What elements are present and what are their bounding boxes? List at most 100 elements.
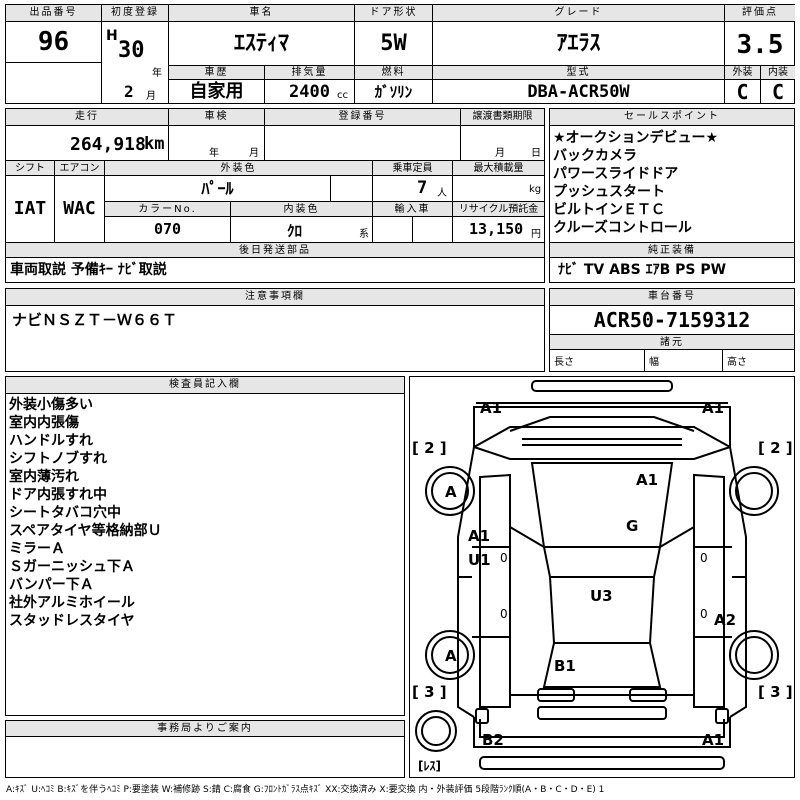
sales-point-item: バックカメラ — [553, 148, 637, 164]
exterior-label: 外装 — [724, 65, 760, 80]
door-type: 5W — [354, 22, 432, 65]
inspector-item: バンパー下Ａ — [9, 577, 94, 593]
reg-month: 2 — [124, 82, 134, 101]
diagram-bracket-top-left: [ 2 ] — [412, 439, 447, 457]
chassis-no: ACR50-7159312 — [593, 308, 751, 332]
vehicle-details-section: 走行 車検 登録番号 譲渡書類期限 264,918 km 年 月 月 日 シフト… — [5, 108, 545, 283]
inspector-item: スペアタイヤ等格納部Ｕ — [9, 523, 162, 539]
sales-point-item: クルーズコントロール — [553, 220, 692, 236]
fuel-label: 燃料 — [354, 65, 432, 80]
inspection-label: 車検 — [168, 109, 264, 126]
capacity-label: 乗車定員 — [372, 160, 452, 176]
mileage: 264,918 — [70, 134, 146, 155]
interior-label: 内装 — [760, 65, 795, 80]
transfer-label: 譲渡書類期限 — [460, 109, 544, 126]
grade: ｱｴﾗｽ — [432, 22, 724, 65]
equipment-label: 純正装備 — [550, 242, 794, 258]
car-diagram: A1 A1 [ 2 ] [ 2 ] A A1 G A1 U1 0 0 U3 0 … — [409, 376, 795, 778]
payload-cell: kg — [452, 176, 544, 201]
displacement: 2400 — [289, 82, 330, 102]
capacity-cell: 7 人 — [372, 176, 452, 201]
chassis-section: 車台番号 ACR50-7159312 諸元 長さ 幅 高さ — [549, 288, 795, 372]
inspector-item: 社外アルミホイール — [9, 595, 135, 611]
diagram-label-rear-glass: B1 — [554, 657, 576, 675]
length-label: 長さ — [554, 357, 574, 368]
diagram-label-windshield: G — [626, 517, 639, 535]
recycle-label: リサイクル預託金 — [452, 201, 544, 217]
notes: ナビＮＳＺＴ－Ｗ６６Ｔ — [12, 311, 178, 329]
sales-points-label: セールスポイント — [550, 109, 794, 126]
lot-no: 96 — [37, 27, 70, 57]
score: 3.5 — [724, 22, 795, 65]
inspector-list: 外装小傷多い 室内内張傷 ハンドルすれ シフトノブすれ 室内薄汚れ ドア内張すれ… — [9, 396, 399, 714]
recycle-cell: 13,150 円 — [452, 217, 544, 242]
grade-label: グレード — [432, 5, 724, 22]
chassis-label: 車台番号 — [550, 289, 794, 306]
diagram-label-wheel-fl: A — [445, 483, 457, 501]
diagram-label-roof: U3 — [590, 587, 613, 605]
office-section: 事務局よりご案内 — [5, 720, 405, 778]
notes-label: 注意事項欄 — [6, 289, 544, 306]
interior-color-unit: 系 — [359, 229, 369, 240]
interior-color: ｸﾛ — [287, 222, 303, 240]
diagram-label-hood: A1 — [636, 471, 659, 489]
sales-point-item: パワースライドドア — [553, 166, 679, 182]
diagram-bracket-top-right: [ 2 ] — [758, 439, 793, 457]
diagram-zero-right-2: 0 — [700, 607, 708, 621]
diagram-label-left-door: A1 — [468, 527, 491, 545]
history: 自家用 — [168, 80, 264, 104]
transfer-cell: 月 日 — [460, 126, 544, 160]
capacity-unit: 人 — [437, 188, 447, 199]
diagram-label-left-door2: U1 — [468, 551, 491, 569]
import-cell2 — [412, 217, 452, 242]
diagram-label-rear-left: B2 — [482, 731, 504, 749]
interior-color-label: 内装色 — [230, 201, 372, 217]
door-label: ドア形状 — [354, 5, 432, 22]
inspector-item: ミラーＡ — [9, 541, 65, 557]
first-reg-label: 初度登録 — [101, 5, 168, 22]
displacement-label: 排気量 — [264, 65, 354, 80]
sales-point-item: プッシュスタート — [553, 184, 665, 200]
inspector-section: 検査員記入欄 外装小傷多い 室内内張傷 ハンドルすれ シフトノブすれ 室内薄汚れ… — [5, 376, 405, 716]
notes-section: 注意事項欄 ナビＮＳＺＴ－Ｗ６６Ｔ — [5, 288, 545, 372]
footer-legend: A:ｷｽﾞ U:ﾍｺﾐ B:ｷｽﾞを伴うﾍｺﾐ P:要塗装 W:補修跡 S:錆 … — [6, 785, 605, 795]
inspector-item: 室内薄汚れ — [9, 469, 79, 485]
inspector-item: Ｓガーニッシュ下Ａ — [9, 559, 135, 575]
diagram-zero-right-1: 0 — [700, 551, 708, 565]
height-label: 高さ — [722, 350, 794, 371]
shift-label: シフト — [6, 160, 54, 176]
exterior-grade: C — [724, 80, 760, 104]
ac: WAC — [54, 176, 104, 242]
later-parts: 車両取説 予備ｷｰ ﾅﾋﾞ取説 — [10, 262, 167, 278]
ac-label: エアコン — [54, 160, 104, 176]
score-label: 評価点 — [724, 5, 795, 22]
fuel: ｶﾞｿﾘﾝ — [354, 80, 432, 104]
lot-no-blank — [6, 62, 101, 104]
later-parts-label: 後日発送部品 — [6, 242, 544, 258]
color-no: 070 — [104, 217, 230, 242]
recycle-unit: 円 — [531, 229, 541, 240]
interior-grade: C — [760, 80, 795, 104]
diagram-label-spare: [ﾚｽ] — [418, 759, 441, 773]
inspector-label: 検査員記入欄 — [6, 377, 404, 394]
color-no-label: カラーNo. — [104, 201, 230, 217]
lot-no-label: 出品番号 — [6, 5, 101, 22]
insp-month-unit: 月 — [249, 148, 259, 159]
inspection-cell: 年 月 — [168, 126, 264, 160]
model-label: 型式 — [432, 65, 724, 80]
displacement-unit: cc — [337, 90, 348, 101]
mileage-cell: 264,918 km — [6, 126, 168, 160]
inspector-item: シフトノブすれ — [9, 451, 107, 467]
payload-unit: kg — [529, 184, 542, 195]
header-section: 出品番号 96 初度登録 H 30 年 2 月 車名 ｴｽﾃｨﾏ ドア形状 5W… — [5, 4, 795, 104]
office-label: 事務局よりご案内 — [6, 721, 404, 737]
diagram-label-front-right: A1 — [702, 399, 725, 417]
sales-points-section: セールスポイント ★オークションデビュー★ バックカメラ パワースライドドア プ… — [549, 108, 795, 283]
payload-label: 最大積載量 — [452, 160, 544, 176]
sales-point-item: ビルトインＥＴＣ — [553, 202, 665, 218]
insp-year-unit: 年 — [209, 148, 219, 159]
capacity: 7 — [417, 178, 428, 198]
sales-points-list: ★オークションデビュー★ バックカメラ パワースライドドア プッシュスタート ビ… — [553, 129, 793, 244]
model: DBA-ACR50W — [432, 80, 724, 104]
sales-point-item: ★オークションデビュー★ — [553, 130, 719, 146]
